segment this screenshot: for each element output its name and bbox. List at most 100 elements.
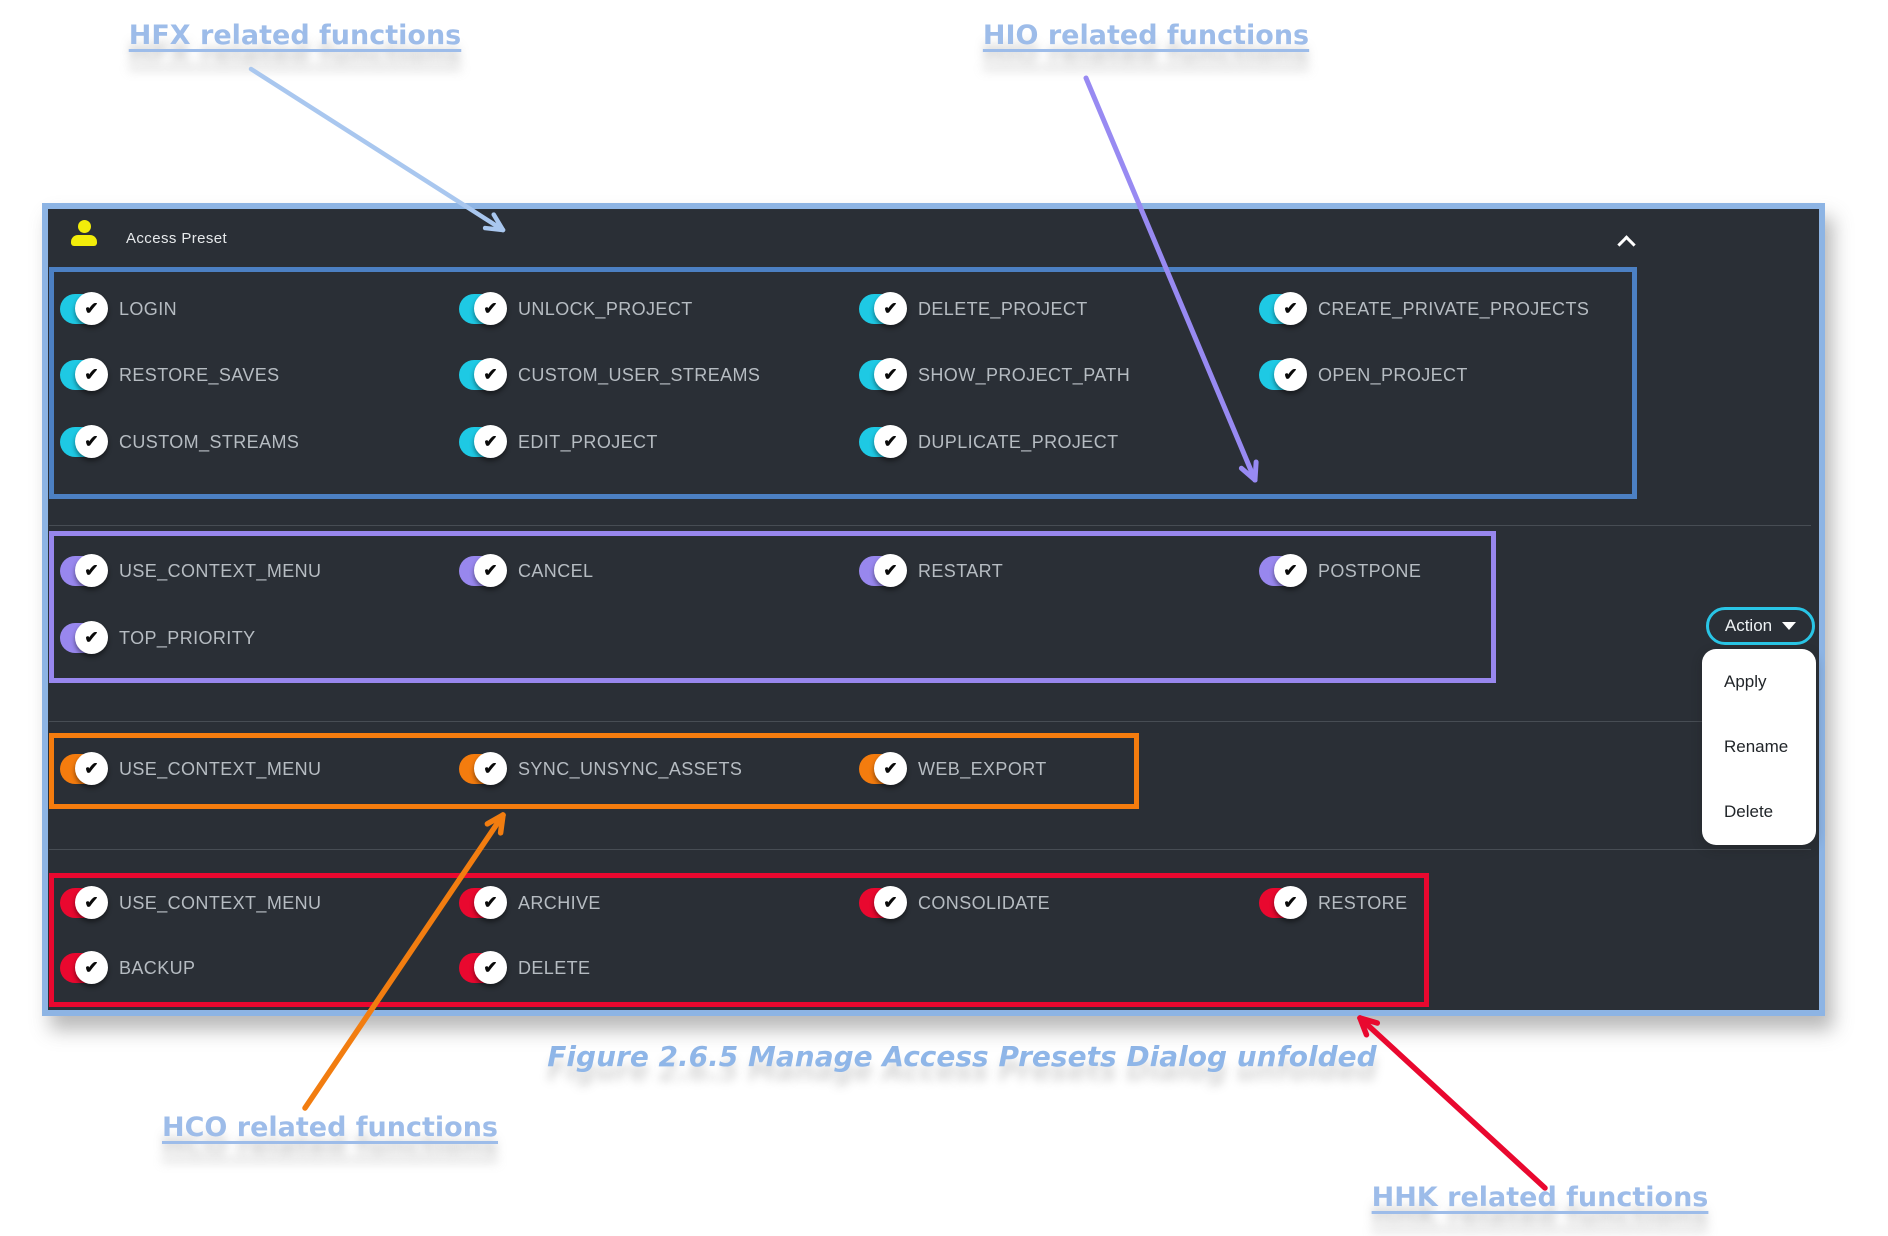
- toggle-row-item: ✔ USE_CONTEXT_MENU: [60, 752, 321, 786]
- toggle-label: SYNC_UNSYNC_ASSETS: [518, 758, 743, 779]
- toggle-backup[interactable]: ✔: [60, 951, 108, 984]
- toggle-label: CONSOLIDATE: [918, 892, 1051, 913]
- toggle-label: SHOW_PROJECT_PATH: [918, 364, 1131, 385]
- toggle-label: LOGIN: [119, 298, 178, 319]
- menu-item-apply[interactable]: Apply: [1724, 671, 1767, 691]
- annotation-hfx-related-functions[interactable]: HFX related functions: [128, 20, 462, 51]
- toggle-label: WEB_EXPORT: [918, 758, 1047, 779]
- toggle-cancel[interactable]: ✔: [459, 554, 507, 587]
- toggle-row-item: ✔ DELETE_PROJECT: [859, 292, 1088, 326]
- check-icon: ✔: [75, 425, 108, 458]
- toggle-row-item: ✔ SYNC_UNSYNC_ASSETS: [459, 752, 742, 786]
- toggle-label: USE_CONTEXT_MENU: [119, 758, 322, 779]
- toggle-label: BACKUP: [119, 957, 196, 978]
- divider: [49, 525, 1811, 526]
- dialog-header: Access Preset: [48, 209, 1819, 267]
- toggle-duplicate_project[interactable]: ✔: [859, 425, 907, 458]
- toggle-row-item: ✔ BACKUP: [60, 951, 195, 985]
- toggle-restart[interactable]: ✔: [859, 554, 907, 587]
- toggle-delete_project[interactable]: ✔: [859, 292, 907, 325]
- toggle-restore[interactable]: ✔: [1259, 886, 1307, 919]
- toggle-row-item: ✔ DUPLICATE_PROJECT: [859, 425, 1119, 459]
- check-icon: ✔: [1274, 554, 1307, 587]
- check-icon: ✔: [474, 752, 507, 785]
- toggle-label: USE_CONTEXT_MENU: [119, 892, 322, 913]
- toggle-web_export[interactable]: ✔: [859, 752, 907, 785]
- toggle-unlock_project[interactable]: ✔: [459, 292, 507, 325]
- check-icon: ✔: [874, 752, 907, 785]
- annotation-hio-related-functions[interactable]: HIO related functions: [982, 20, 1310, 51]
- toggle-row-item: ✔ RESTORE_SAVES: [60, 358, 280, 392]
- arrow-hhk: [1357, 1015, 1548, 1191]
- check-icon: ✔: [874, 358, 907, 391]
- toggle-create_private_projects[interactable]: ✔: [1259, 292, 1307, 325]
- toggle-archive[interactable]: ✔: [459, 886, 507, 919]
- collapse-button[interactable]: [1614, 229, 1642, 257]
- toggle-label: TOP_PRIORITY: [119, 627, 256, 648]
- annotation-hco-related-functions[interactable]: HCO related functions: [161, 1112, 499, 1143]
- toggle-sync_unsync_assets[interactable]: ✔: [459, 752, 507, 785]
- group-box-hhk: [49, 873, 1429, 1007]
- toggle-row-item: ✔CANCEL: [459, 554, 593, 588]
- check-icon: ✔: [874, 554, 907, 587]
- check-icon: ✔: [474, 358, 507, 391]
- toggle-label: RESTORE: [1318, 892, 1408, 913]
- toggle-label: RESTORE_SAVES: [119, 364, 280, 385]
- toggle-delete[interactable]: ✔: [459, 951, 507, 984]
- action-button[interactable]: Action: [1706, 607, 1815, 645]
- group-box-hfx: [49, 267, 1637, 499]
- toggle-use_context_menu[interactable]: ✔: [60, 752, 108, 785]
- toggle-use_context_menu[interactable]: ✔: [60, 554, 108, 587]
- toggle-custom_user_streams[interactable]: ✔: [459, 358, 507, 391]
- toggle-row-item: ✔RESTART: [859, 554, 1003, 588]
- chevron-up-icon: [1617, 235, 1636, 254]
- check-icon: ✔: [75, 752, 108, 785]
- divider: [49, 849, 1811, 850]
- group-box-hco: [49, 733, 1139, 809]
- toggle-top_priority[interactable]: ✔: [60, 621, 108, 654]
- toggle-open_project[interactable]: ✔: [1259, 358, 1307, 391]
- toggle-label: CUSTOM_STREAMS: [119, 431, 300, 452]
- toggle-show_project_path[interactable]: ✔: [859, 358, 907, 391]
- toggle-row-item: ✔ CONSOLIDATE: [859, 886, 1050, 920]
- toggle-consolidate[interactable]: ✔: [859, 886, 907, 919]
- dialog-title: Access Preset: [126, 229, 228, 247]
- toggle-use_context_menu[interactable]: ✔: [60, 886, 108, 919]
- toggle-row-item: ✔ TOP_PRIORITY: [60, 621, 256, 655]
- check-icon: ✔: [474, 292, 507, 325]
- check-icon: ✔: [75, 951, 108, 984]
- toggle-label: DELETE: [518, 957, 591, 978]
- check-icon: ✔: [874, 425, 907, 458]
- figure-caption: Figure 2.6.5 Manage Access Presets Dialo…: [547, 1040, 1377, 1073]
- toggle-label: DELETE_PROJECT: [918, 298, 1088, 319]
- check-icon: ✔: [1274, 886, 1307, 919]
- group-box-hio: [49, 531, 1496, 683]
- toggle-row-item: ✔ USE_CONTEXT_MENU: [60, 886, 321, 920]
- annotation-hhk-related-functions[interactable]: HHK related functions: [1371, 1182, 1709, 1213]
- toggle-row-item: ✔ WEB_EXPORT: [859, 752, 1047, 786]
- toggle-postpone[interactable]: ✔: [1259, 554, 1307, 587]
- toggle-label: ARCHIVE: [518, 892, 601, 913]
- menu-item-rename[interactable]: Rename: [1724, 736, 1789, 756]
- check-icon: ✔: [874, 886, 907, 919]
- toggle-row-item: ✔ ARCHIVE: [459, 886, 601, 920]
- toggle-custom_streams[interactable]: ✔: [60, 425, 108, 458]
- caret-down-icon: [1782, 622, 1797, 630]
- toggle-row-item: ✔ CUSTOM_STREAMS: [60, 425, 299, 459]
- check-icon: ✔: [75, 621, 108, 654]
- toggle-label: POSTPONE: [1318, 560, 1422, 581]
- toggle-label: DUPLICATE_PROJECT: [918, 431, 1119, 452]
- toggle-row-item: ✔ DELETE: [459, 951, 590, 985]
- toggle-row-item: ✔UNLOCK_PROJECT: [459, 292, 693, 326]
- toggle-restore_saves[interactable]: ✔: [60, 358, 108, 391]
- toggle-edit_project[interactable]: ✔: [459, 425, 507, 458]
- divider: [49, 721, 1811, 722]
- toggle-row-item: ✔ OPEN_PROJECT: [1259, 358, 1468, 392]
- menu-item-delete[interactable]: Delete: [1724, 801, 1774, 821]
- toggle-label: OPEN_PROJECT: [1318, 364, 1468, 385]
- check-icon: ✔: [474, 951, 507, 984]
- toggle-label: USE_CONTEXT_MENU: [119, 560, 322, 581]
- toggle-login[interactable]: ✔: [60, 292, 108, 325]
- toggle-row-item: ✔ POSTPONE: [1259, 554, 1421, 588]
